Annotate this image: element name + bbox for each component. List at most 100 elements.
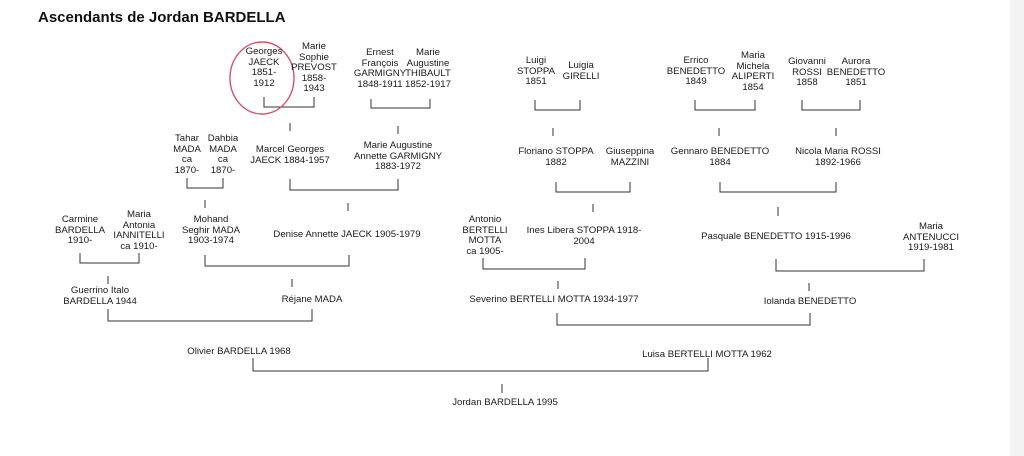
person-text-line: BERTELLI	[462, 224, 508, 236]
person-text-line: 1858-	[301, 72, 327, 84]
person-text-line: Olivier BARDELLA 1968	[187, 346, 291, 357]
person-text-line: Maria	[127, 209, 151, 220]
bracket	[556, 313, 811, 326]
bracket	[555, 182, 631, 193]
bracket	[719, 182, 837, 193]
person-text-line: Errico	[683, 55, 709, 66]
person-text-line: Marie Augustine	[363, 140, 433, 151]
person-text-line: 1851-	[251, 67, 277, 78]
person-text-line: THIBAULT	[405, 68, 451, 79]
person-text-line: Georges	[245, 46, 283, 57]
person-text-line: Antonio	[468, 214, 502, 225]
person-pasquale-benedetto: Pasquale BENEDETTO 1915-1996	[701, 231, 851, 243]
person-text-line: 1858	[796, 77, 818, 88]
person-text-line: Marie	[415, 47, 440, 58]
person-text-line: BARDELLA 1944	[63, 295, 137, 307]
person-text-line: Annette GARMIGNY	[354, 150, 442, 162]
bracket	[204, 255, 350, 267]
person-text-line: 1892-1966	[815, 156, 861, 168]
page-edge	[1010, 0, 1024, 456]
person-text-line: Marie	[301, 41, 326, 52]
person-text-line: Seghir MADA	[181, 224, 241, 236]
person-text-line: Pasquale BENEDETTO 1915-1996	[701, 231, 851, 242]
person-text-line: 2004	[573, 235, 595, 247]
person-text-line: Luisa BERTELLI MOTTA 1962	[642, 349, 772, 360]
bracket	[534, 100, 581, 111]
person-denise-annette-jaeck: Denise Annette JAECK 1905-1979	[273, 229, 421, 241]
person-iolanda-benedetto: Iolanda BENEDETTO	[764, 296, 857, 308]
person-text-line: 1852-1917	[405, 78, 451, 90]
person-text-line: Giovanni	[788, 56, 826, 67]
person-text-line: 1943	[303, 83, 325, 94]
person-text-line: ALIPERTI	[731, 71, 775, 82]
person-text-line: JAECK 1884-1957	[250, 154, 330, 166]
person-text-line: 1912	[253, 77, 275, 89]
person-text-line: 1851	[845, 77, 867, 88]
person-text-line: Michela	[736, 60, 770, 72]
person-text-line: PREVOST	[291, 62, 337, 73]
person-text-line: STOPPA	[516, 65, 556, 77]
person-text-line: Giuseppina	[605, 146, 655, 157]
person-text-line: ca 1905-	[466, 245, 504, 257]
person-text-line: Carmine	[61, 214, 99, 225]
person-text-line: ca	[217, 154, 229, 165]
person-text-line: Luigia	[568, 60, 594, 71]
person-luisa-bertelli-motta: Luisa BERTELLI MOTTA 1962	[642, 349, 772, 361]
bracket	[482, 258, 586, 270]
person-text-line: 1903-1974	[188, 235, 234, 246]
person-olivier-bardella: Olivier BARDELLA 1968	[187, 346, 291, 358]
person-text-line: BARDELLA	[54, 224, 106, 236]
person-text-line: Dahbia	[207, 133, 239, 144]
person-text-line: MAZZINI	[610, 156, 650, 168]
person-text-line: Jordan BARDELLA 1995	[452, 397, 558, 408]
bracket	[370, 99, 431, 109]
person-text-line: 1849	[685, 76, 707, 87]
person-text-line: ANTENUCCI	[903, 231, 959, 243]
person-text-line: Denise Annette JAECK 1905-1979	[273, 229, 421, 240]
person-text-line: 1919-1981	[908, 242, 954, 253]
person-text-line: 1910-	[67, 235, 93, 246]
person-severino-bertelli-motta: Severino BERTELLI MOTTA 1934-1977	[469, 294, 638, 306]
tick	[289, 123, 837, 136]
person-text-line: BENEDETTO	[666, 65, 726, 77]
person-text-line: MOTTA	[468, 235, 502, 246]
person-text-line: Guerrino Italo	[70, 285, 130, 296]
person-text-line: Floriano STOPPA	[518, 146, 594, 157]
person-text-line: Antonia	[122, 219, 156, 231]
bracket	[289, 179, 399, 191]
person-text-line: Gennaro BENEDETTO	[670, 146, 770, 157]
person-rejane-mada: Réjane MADA	[281, 294, 343, 306]
person-text-line: 1848-1911	[357, 78, 403, 90]
person-text-line: Augustine	[406, 57, 450, 69]
bracket	[107, 309, 313, 322]
person-text-line: Tahar	[175, 133, 199, 144]
person-text-line: 1884	[709, 156, 731, 168]
person-text-line: GARMIGNY	[353, 68, 407, 79]
bracket	[694, 100, 756, 111]
person-text-line: 1870-	[210, 164, 236, 176]
person-text-line: JAECK	[248, 56, 280, 68]
tick	[204, 200, 779, 216]
person-text-line: BENEDETTO	[826, 66, 886, 78]
person-text-line: Aurora	[841, 56, 871, 67]
person-text-line: ROSSI	[792, 66, 822, 78]
bracket	[79, 253, 140, 264]
person-text-line: Réjane MADA	[281, 294, 343, 305]
person-text-line: 1870-	[174, 164, 200, 176]
